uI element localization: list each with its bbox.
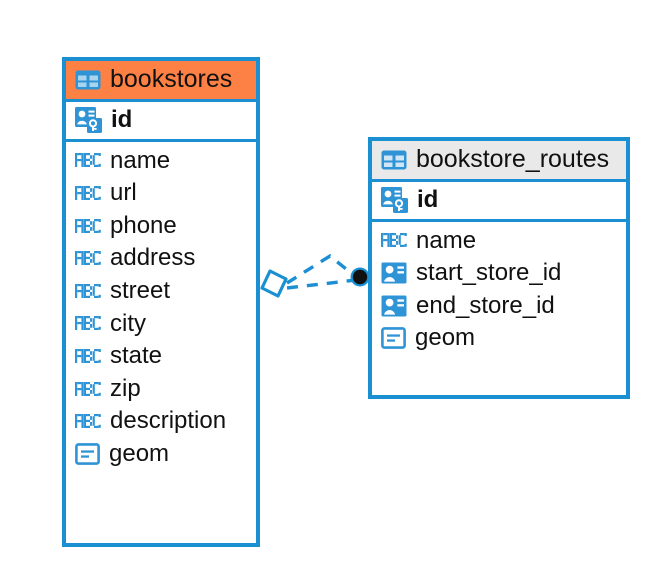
entity-bookstores-header[interactable]: bookstores: [66, 61, 256, 102]
field-name-city: city: [110, 309, 146, 337]
foreign-key-icon: [381, 262, 407, 284]
relationship-line-upper: [286, 253, 358, 285]
relationship-source-diamond-icon: [260, 269, 288, 298]
abc-text-icon: [381, 233, 407, 248]
field-name-id: id: [417, 186, 439, 213]
primary-key-icon: [381, 186, 408, 213]
field-name-phone: phone: [110, 211, 177, 239]
field-row-end-store-id[interactable]: end_store_id: [372, 290, 626, 323]
relationship-target-dot-icon: [350, 267, 370, 287]
table-icon: [75, 70, 101, 89]
abc-text-icon: [75, 251, 101, 266]
abc-text-icon: [75, 283, 101, 298]
field-name-id: id: [111, 106, 133, 133]
entity-bookstores-field-list: name url: [66, 142, 256, 475]
primary-key-icon: [75, 106, 102, 133]
field-row-geom[interactable]: geom: [372, 322, 626, 355]
field-row-start-store-id[interactable]: start_store_id: [372, 257, 626, 290]
field-row-street[interactable]: street: [66, 275, 256, 308]
field-name-url: url: [110, 179, 137, 207]
field-row-id[interactable]: id: [66, 102, 256, 142]
field-name-street: street: [110, 276, 171, 304]
geometry-icon: [381, 327, 406, 350]
field-row-name[interactable]: name: [372, 225, 626, 258]
field-name-state: state: [110, 342, 163, 370]
foreign-key-icon: [381, 295, 407, 317]
field-name-end-store-id: end_store_id: [416, 291, 555, 319]
field-row-geom[interactable]: geom: [66, 438, 256, 471]
abc-text-icon: [75, 185, 101, 200]
field-name-description: description: [110, 407, 227, 435]
field-row-name[interactable]: name: [66, 145, 256, 178]
field-name-zip: zip: [110, 374, 141, 402]
abc-text-icon: [75, 316, 101, 331]
field-row-id[interactable]: id: [372, 182, 626, 222]
entity-bookstore-routes-title: bookstore_routes: [416, 145, 610, 173]
field-name-geom: geom: [415, 324, 476, 352]
geometry-icon: [75, 442, 100, 465]
abc-text-icon: [75, 348, 101, 363]
abc-text-icon: [75, 218, 101, 233]
entity-bookstores[interactable]: bookstores id: [62, 57, 260, 547]
field-row-phone[interactable]: phone: [66, 210, 256, 243]
field-row-url[interactable]: url: [66, 177, 256, 210]
relationship-line-lower: [286, 278, 357, 290]
entity-bookstore-routes[interactable]: bookstore_routes id: [368, 137, 630, 399]
abc-text-icon: [75, 381, 101, 396]
field-name-name: name: [416, 226, 477, 254]
field-name-start-store-id: start_store_id: [416, 259, 562, 287]
field-row-city[interactable]: city: [66, 308, 256, 341]
abc-text-icon: [75, 414, 101, 429]
field-row-address[interactable]: address: [66, 242, 256, 275]
abc-text-icon: [75, 153, 101, 168]
field-name-address: address: [110, 244, 196, 272]
entity-bookstores-title: bookstores: [110, 65, 233, 93]
field-name-name: name: [110, 146, 171, 174]
entity-bookstore-routes-field-list: name start_store_id: [372, 222, 626, 359]
field-row-state[interactable]: state: [66, 340, 256, 373]
entity-bookstore-routes-header[interactable]: bookstore_routes: [372, 141, 626, 182]
field-row-description[interactable]: description: [66, 405, 256, 438]
field-name-geom: geom: [109, 439, 170, 467]
field-row-zip[interactable]: zip: [66, 373, 256, 406]
table-icon: [381, 150, 407, 169]
